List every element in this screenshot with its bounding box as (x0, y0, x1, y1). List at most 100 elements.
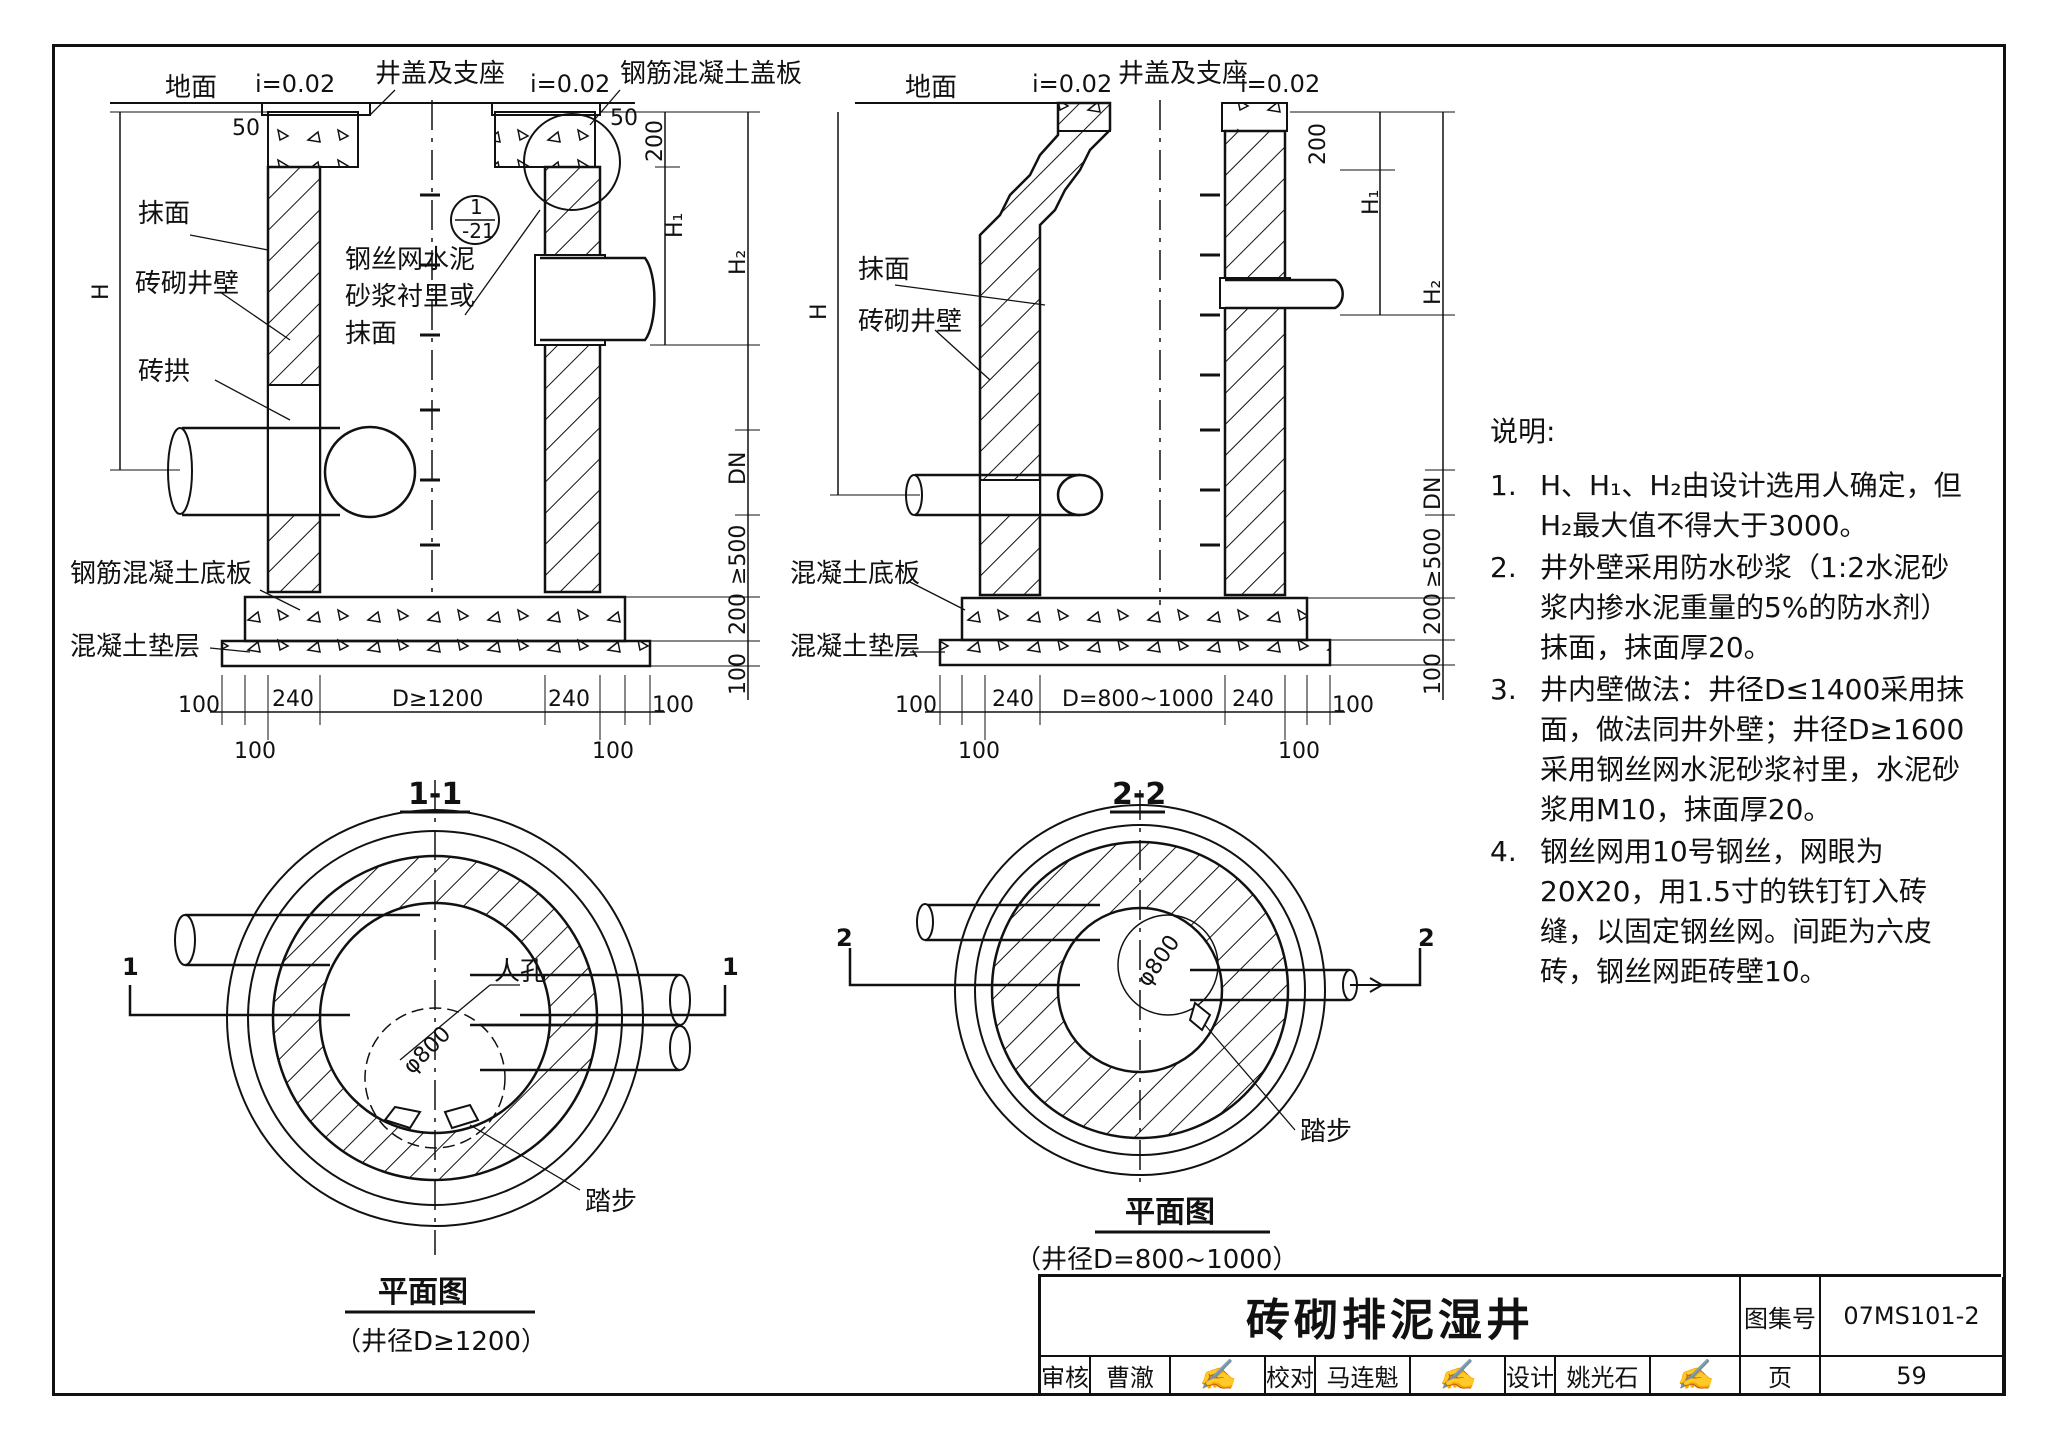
note-text: H、H₁、H₂由设计选用人确定，但H₂最大值不得大于3000。 (1540, 469, 1962, 542)
atlas-label: 图集号 (1741, 1277, 1821, 1357)
s2-bottom-dim-5: 100 (1332, 693, 1374, 718)
s1-dim-50-right: 50 (610, 106, 638, 131)
reviewer-name: 曹澈 (1091, 1357, 1171, 1396)
note-item: 3. 井内壁做法：井径D≤1400采用抹面，做法同井外壁；井径D≥1600采用钢… (1490, 670, 1970, 830)
p1-title: 平面图 (378, 1275, 468, 1310)
designer-signature: ✍ (1651, 1357, 1741, 1396)
s2-cover-label: 井盖及支座 (1118, 59, 1248, 89)
s2-dim-500: ≥500 (1421, 528, 1446, 588)
s1-cover-label: 井盖及支座 (375, 59, 505, 89)
s2-bottom-dim-1: 100 (895, 693, 937, 718)
s2-dim-200-base: 200 (1421, 593, 1446, 635)
p1-cut-mark-left: 1 (122, 953, 139, 981)
s1-dim-50-left: 50 (232, 116, 260, 141)
s1-slope-left: i=0.02 (255, 70, 335, 98)
s2-DN: DN (1421, 477, 1446, 510)
s2-bottom-dim-4: 240 (1232, 687, 1274, 712)
note-number: 3. (1490, 673, 1517, 706)
s1-ground: 地面 (165, 73, 217, 103)
s2-cushion-label: 混凝土垫层 (790, 632, 920, 662)
s1-H1: H₁ (663, 213, 688, 238)
note-text: 钢丝网用10号钢丝，网眼为20X20，用1.5寸的铁钉钉入砖缝，以固定钢丝网。间… (1540, 835, 1933, 988)
plan-1 (128, 780, 727, 1314)
check-label: 校对 (1266, 1357, 1316, 1396)
notes-panel: 说明: 1. H、H₁、H₂由设计选用人确定，但H₂最大值不得大于3000。 2… (1490, 412, 1970, 994)
p1-cut-mark-right: 1 (722, 953, 739, 981)
design-label: 设计 (1506, 1357, 1556, 1396)
s2-bottom-dim-3: D=800~1000 (1062, 687, 1214, 712)
p1-step: 踏步 (585, 1187, 637, 1217)
note-item: 1. H、H₁、H₂由设计选用人确定，但H₂最大值不得大于3000。 (1490, 466, 1970, 546)
designer-name: 姚光石 (1556, 1357, 1651, 1396)
section-1-1 (110, 89, 760, 814)
s2-H1: H₁ (1359, 190, 1384, 215)
p2-cut-mark-right: 2 (1418, 924, 1435, 952)
s1-dim-200-top: 200 (643, 120, 668, 162)
s1-dim-500: ≥500 (726, 525, 751, 585)
s2-ground: 地面 (905, 73, 957, 103)
s1-bottom-dim-3: D≥1200 (392, 687, 483, 712)
s1-dim-100-base: 100 (726, 653, 751, 695)
s1-mesh-lining-3: 抹面 (345, 319, 397, 349)
s2-H: H (807, 303, 832, 320)
p2-title: 平面图 (1125, 1195, 1215, 1230)
note-text: 井内壁做法：井径D≤1400采用抹面，做法同井外壁；井径D≥1600采用钢丝网水… (1540, 673, 1965, 826)
note-item: 4. 钢丝网用10号钢丝，网眼为20X20，用1.5寸的铁钉钉入砖缝，以固定钢丝… (1490, 832, 1970, 992)
p2-step: 踏步 (1300, 1117, 1352, 1147)
s1-bottom-dim-2: 240 (272, 687, 314, 712)
s1-mesh-lining-1: 钢丝网水泥 (345, 245, 475, 275)
checker-name: 马连魁 (1316, 1357, 1411, 1396)
title-block: 砖砌排泥湿井 图集号 07MS101-2 审核 曹澈 ✍ 校对 马连魁 ✍ 设计… (1038, 1274, 2004, 1396)
p1-subtitle: （井径D≥1200） (335, 1327, 547, 1357)
plan-2 (848, 790, 1422, 1234)
page-number: 59 (1821, 1357, 2004, 1396)
s1-bottom-dim2-2: 100 (592, 739, 634, 764)
s1-detail-bottom: -21 (462, 219, 495, 243)
s1-plaster-label: 抹面 (138, 199, 190, 229)
s1-bottom-dim-4: 240 (548, 687, 590, 712)
s1-mesh-lining-2: 砂浆衬里或 (345, 282, 475, 312)
s1-bottom-dim2-1: 100 (234, 739, 276, 764)
s2-brick-wall-label: 砖砌井壁 (858, 307, 962, 337)
reviewer-signature: ✍ (1171, 1357, 1266, 1396)
note-number: 1. (1490, 469, 1517, 502)
s2-dim-200-top: 200 (1306, 123, 1331, 165)
atlas-number: 07MS101-2 (1821, 1277, 2004, 1357)
s2-base-label: 混凝土底板 (790, 559, 920, 589)
s1-bottom-dim-5: 100 (652, 693, 694, 718)
p2-subtitle: （井径D=800~1000） (1015, 1245, 1298, 1275)
s1-brick-arch-label: 砖拱 (138, 357, 190, 387)
s1-slope-right: i=0.02 (530, 70, 610, 98)
note-text: 井外壁采用防水砂浆（1:2水泥砂浆内掺水泥重量的5%的防水剂）抹面，抹面厚20。 (1540, 551, 1950, 664)
note-item: 2. 井外壁采用防水砂浆（1:2水泥砂浆内掺水泥重量的5%的防水剂）抹面，抹面厚… (1490, 548, 1970, 668)
s1-cushion-label: 混凝土垫层 (70, 632, 200, 662)
s2-dim-100-base: 100 (1421, 653, 1446, 695)
s2-slope-right: i=0.02 (1240, 70, 1320, 98)
s1-H: H (89, 283, 114, 300)
page-label: 页 (1741, 1357, 1821, 1396)
s2-slope-left: i=0.02 (1032, 70, 1112, 98)
s1-rc-base-label: 钢筋混凝土底板 (70, 559, 252, 589)
drawing-title: 砖砌排泥湿井 (1041, 1277, 1741, 1357)
p2-cut-mark-left: 2 (836, 924, 853, 952)
s1-rc-cover-label: 钢筋混凝土盖板 (620, 59, 802, 89)
note-number: 2. (1490, 551, 1517, 584)
s1-brick-wall-label: 砖砌井壁 (135, 269, 239, 299)
s2-plaster-label: 抹面 (858, 255, 910, 285)
drawing-frame (52, 44, 2006, 1396)
s2-H2: H₂ (1421, 280, 1446, 305)
s1-dim-200-base: 200 (726, 593, 751, 635)
s2-bottom-dim-2: 240 (992, 687, 1034, 712)
checker-signature: ✍ (1411, 1357, 1506, 1396)
s1-detail-top: 1 (470, 195, 483, 219)
review-label: 审核 (1041, 1357, 1091, 1396)
s2-bottom-dim2-2: 100 (1278, 739, 1320, 764)
s2-bottom-dim2-1: 100 (958, 739, 1000, 764)
section-2-2 (830, 100, 1455, 814)
s1-H2: H₂ (726, 250, 751, 275)
s1-bottom-dim-1: 100 (178, 693, 220, 718)
note-number: 4. (1490, 835, 1517, 868)
s1-DN: DN (726, 452, 751, 485)
p1-manhole: 人孔 (494, 957, 546, 987)
